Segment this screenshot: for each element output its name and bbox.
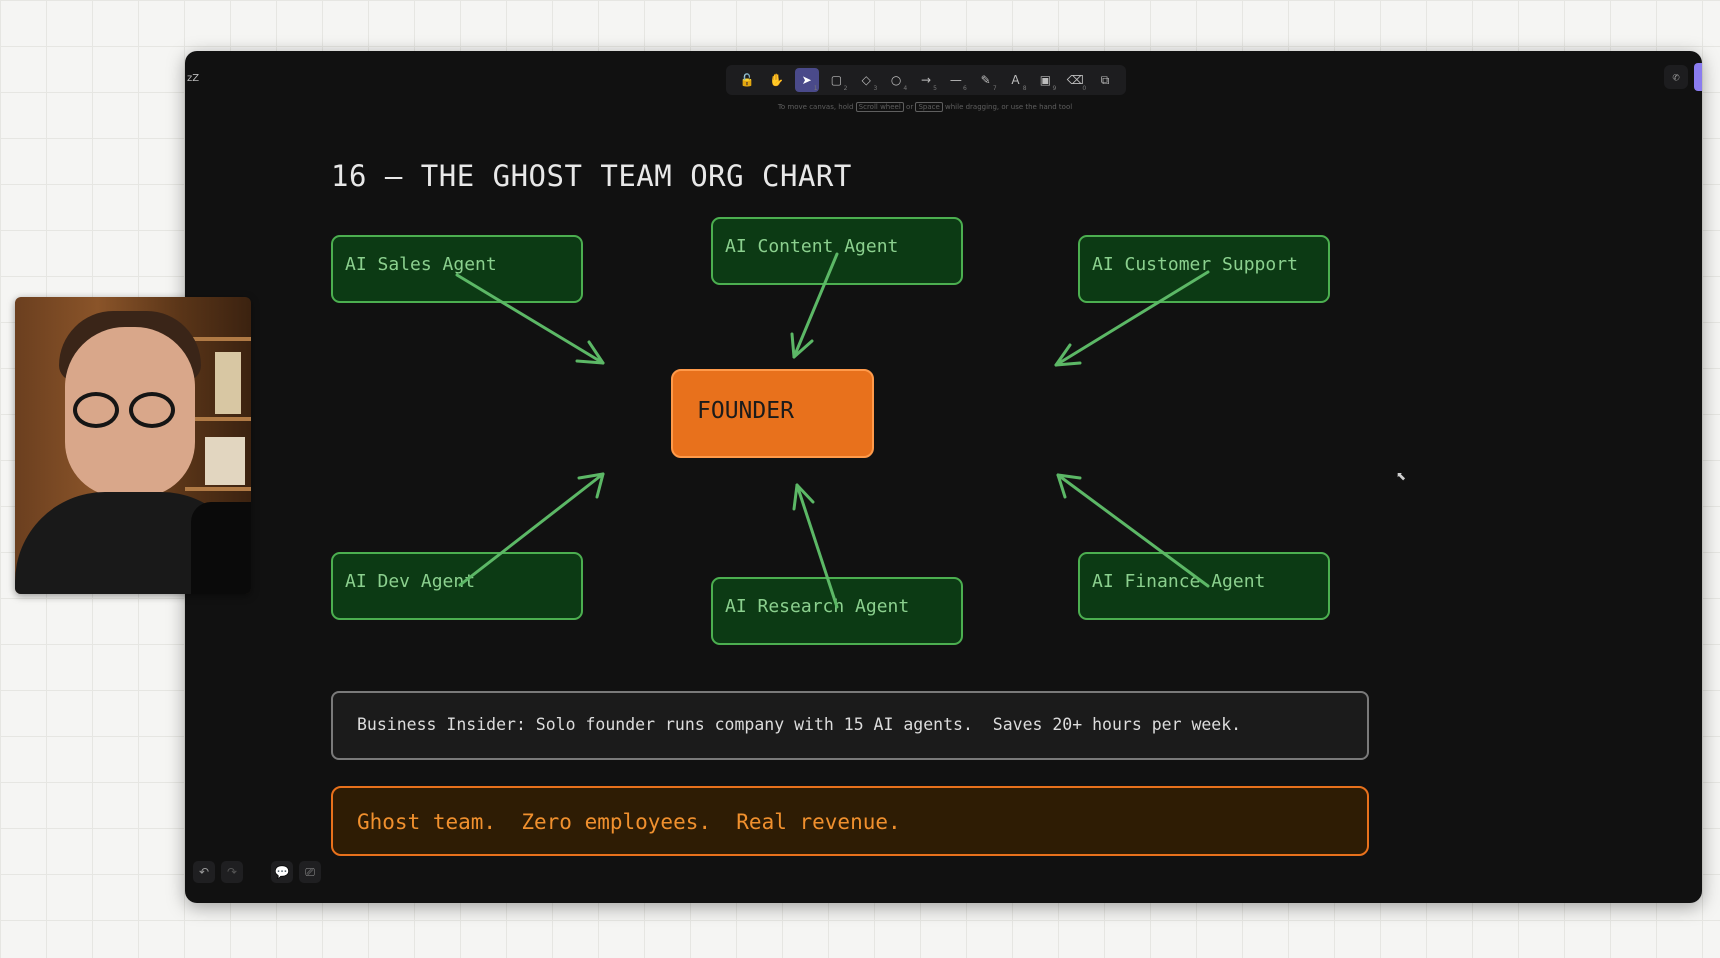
agent-box-content[interactable]: AI Content Agent	[711, 217, 963, 285]
hint-text: or	[906, 103, 914, 111]
pencil-icon[interactable]: ✎7	[980, 73, 997, 92]
eraser-icon[interactable]: ⌫0	[1066, 73, 1087, 92]
agent-box-support[interactable]: AI Customer Support	[1078, 235, 1330, 303]
bottom-toolbar: ↶ ↷ 💬 ⎚	[193, 861, 321, 883]
comment-icon[interactable]: 💬	[271, 861, 293, 883]
mouse-cursor-icon: ⬉	[1396, 469, 1407, 483]
agent-box-sales[interactable]: AI Sales Agent	[331, 235, 583, 303]
lock-icon[interactable]: 🔓	[739, 73, 755, 87]
microphone	[191, 502, 251, 594]
agent-box-research[interactable]: AI Research Agent	[711, 577, 963, 645]
canvas-hint: To move canvas, hold Scroll wheel or Spa…	[705, 102, 1145, 112]
glasses-icon	[129, 392, 175, 428]
line-icon[interactable]: —6	[949, 73, 967, 92]
share-tab[interactable]	[1694, 63, 1702, 91]
app-brand: zZ	[187, 73, 200, 84]
page-title: 16 — THE GHOST TEAM ORG CHART	[331, 159, 852, 193]
quote-box[interactable]: Business Insider: Solo founder runs comp…	[331, 691, 1369, 760]
agent-box-dev[interactable]: AI Dev Agent	[331, 552, 583, 620]
image-icon[interactable]: ▣9	[1039, 73, 1057, 92]
shapes-icon[interactable]: ⧉	[1100, 72, 1110, 87]
phone-icon[interactable]: ✆	[1664, 65, 1688, 89]
hint-text: while dragging, or use the hand tool	[945, 103, 1073, 111]
diamond-icon[interactable]: ◇3	[861, 73, 878, 92]
undo-icon[interactable]: ↶	[193, 861, 215, 883]
select-icon[interactable]: ➤1	[794, 68, 819, 92]
hint-key-scroll: Scroll wheel	[855, 102, 904, 112]
hand-icon[interactable]: ✋	[769, 73, 785, 87]
hint-key-space: Space	[915, 102, 943, 112]
founder-box[interactable]: FOUNDER	[671, 369, 874, 458]
glasses-icon	[73, 392, 119, 428]
redo-icon[interactable]: ↷	[221, 861, 243, 883]
ellipse-icon[interactable]: ○4	[890, 73, 908, 92]
presentation-icon[interactable]: ⎚	[299, 861, 321, 883]
rectangle-icon[interactable]: ▢2	[830, 73, 848, 92]
webcam-overlay	[15, 297, 251, 594]
hint-text: To move canvas, hold	[777, 103, 854, 111]
arrow-icon[interactable]: →5	[920, 73, 937, 92]
agent-box-finance[interactable]: AI Finance Agent	[1078, 552, 1330, 620]
tagline-box[interactable]: Ghost team. Zero employees. Real revenue…	[331, 786, 1369, 856]
